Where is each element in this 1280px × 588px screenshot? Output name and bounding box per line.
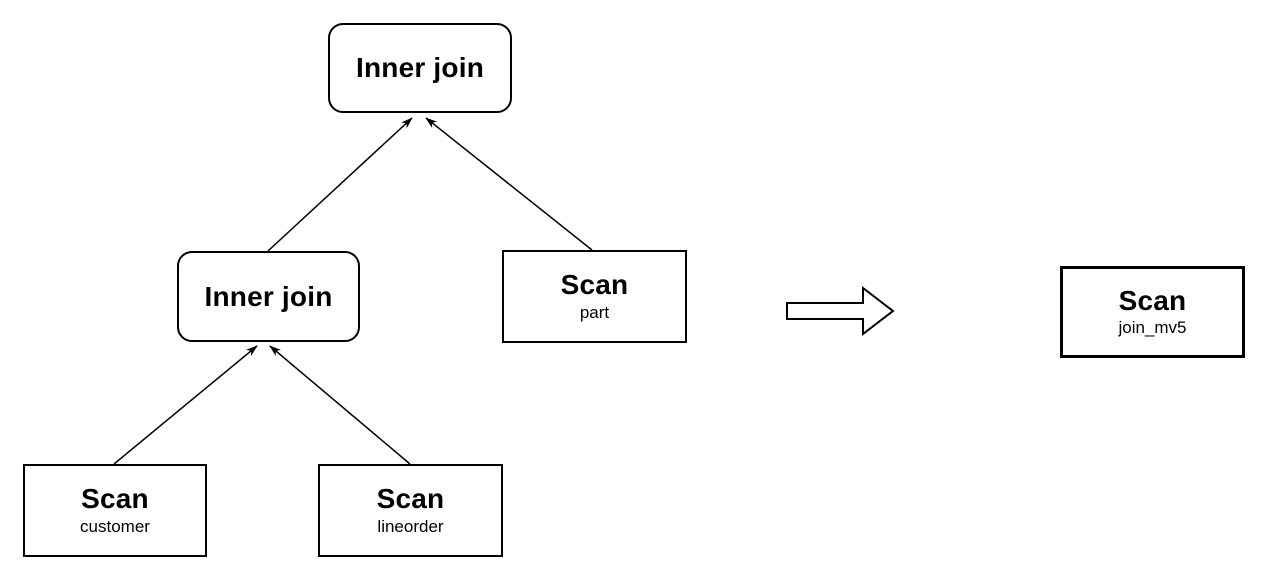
edge-scanlineorder-to-childjoin bbox=[269, 345, 411, 465]
node-table-name: customer bbox=[80, 516, 150, 536]
edge-scancustomer-to-childjoin bbox=[113, 345, 258, 465]
node-scan-lineorder: Scan lineorder bbox=[318, 464, 503, 557]
transform-arrow-icon bbox=[786, 285, 895, 337]
node-table-name: lineorder bbox=[377, 516, 444, 536]
node-root-inner-join: Inner join bbox=[328, 23, 512, 113]
node-table-name: part bbox=[579, 302, 610, 322]
node-label: Scan bbox=[376, 483, 445, 515]
node-label: Scan bbox=[81, 483, 149, 515]
node-scan-part: Scan part bbox=[502, 250, 687, 343]
node-scan-customer: Scan customer bbox=[23, 464, 207, 557]
node-label: Scan bbox=[560, 269, 629, 301]
node-label: Inner join bbox=[204, 280, 333, 312]
node-child-inner-join: Inner join bbox=[177, 251, 360, 342]
node-label: Inner join bbox=[356, 52, 484, 84]
edge-scanpart-to-root bbox=[425, 117, 593, 251]
node-scan-join-mv5: Scan join_mv5 bbox=[1060, 266, 1245, 358]
edge-childjoin-to-root bbox=[267, 117, 413, 252]
node-label: Scan bbox=[1118, 284, 1187, 316]
node-table-name: join_mv5 bbox=[1118, 318, 1187, 338]
